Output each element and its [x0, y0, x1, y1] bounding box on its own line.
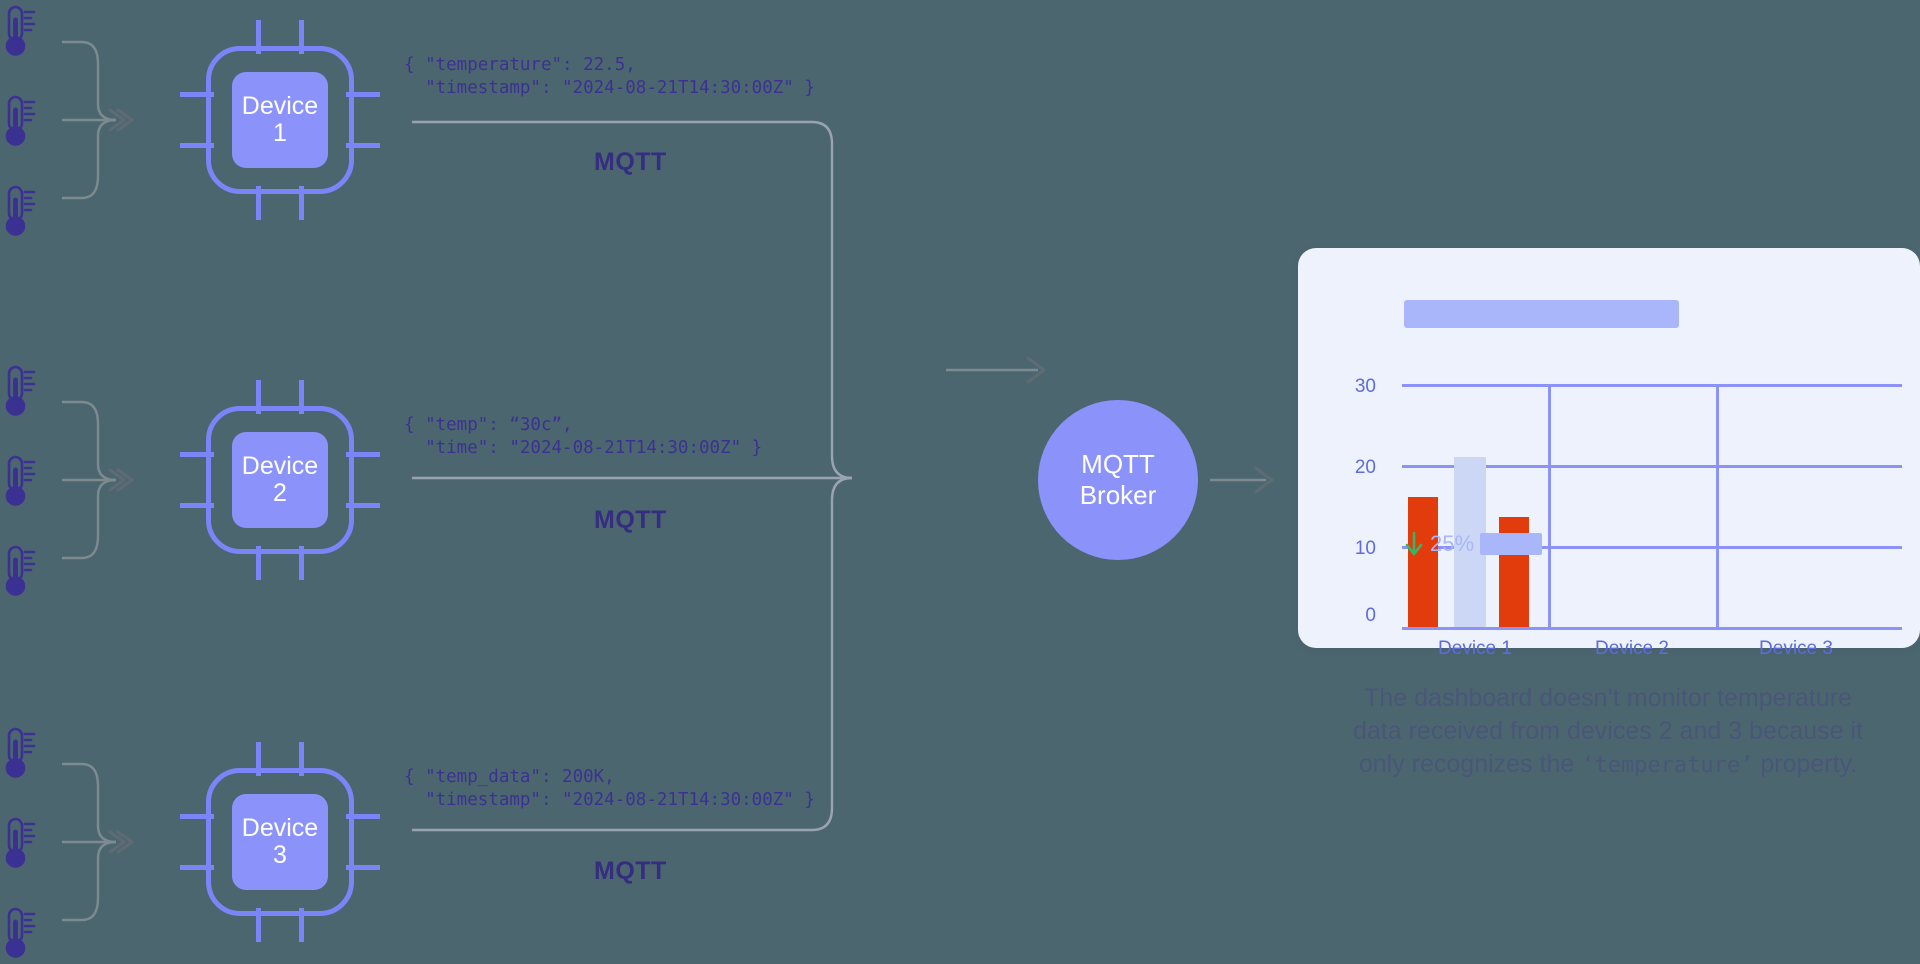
thermometer-icon — [5, 5, 36, 56]
device-chip-2[interactable]: Device 2 — [180, 380, 380, 580]
device-chip-core: Device 2 — [232, 432, 328, 528]
payload-line-2: "timestamp": "2024-08-21T14:30:00Z" } — [404, 789, 815, 810]
caption-line-2: data received from devices 2 and 3 becau… — [1352, 717, 1864, 745]
payload-line-1: { "temp": “30c”, — [404, 415, 573, 435]
device-label-line2: 1 — [273, 119, 287, 147]
thermometer-icon — [5, 365, 36, 416]
gridline-20 — [1402, 465, 1902, 468]
sensor-merge-connector — [62, 400, 134, 560]
y-tick-label: 0 — [1365, 605, 1376, 626]
device-chip-1[interactable]: Device 1 — [180, 20, 380, 220]
payload-device-1: { "temperature": 22.5, "timestamp": "202… — [404, 54, 815, 100]
gridline-30 — [1402, 384, 1902, 387]
chip-outline — [206, 768, 354, 916]
mqtt-bus-connector — [412, 120, 853, 832]
thermometer-icon — [5, 727, 36, 778]
sensor-merge-connector — [62, 40, 134, 200]
bar-device1-series-a — [1408, 497, 1438, 627]
caption-code-token: ‘temperature’ — [1581, 753, 1754, 778]
chip-outline — [206, 406, 354, 554]
device-label-line1: Device — [241, 451, 319, 480]
x-category-label-3: Device 3 — [1759, 638, 1833, 659]
category-divider-2 — [1716, 384, 1719, 629]
device-chip-core: Device 3 — [232, 794, 328, 890]
device-label-line1: Device — [241, 813, 319, 842]
dashboard-caption: The dashboard doesn’t monitor temperatur… — [1278, 682, 1920, 781]
mqtt-broker-node[interactable]: MQTT Broker — [1038, 400, 1198, 560]
thermometer-icon — [5, 95, 36, 146]
y-tick-label: 30 — [1354, 376, 1376, 397]
sensor-merge-connector — [62, 762, 134, 922]
x-category-label-1: Device 1 — [1438, 638, 1512, 659]
device-label-line2: 2 — [273, 479, 287, 507]
device-label-line1: Device — [241, 91, 319, 120]
protocol-label-device-3: MQTT — [594, 857, 667, 885]
y-tick-label: 20 — [1354, 457, 1376, 478]
title-placeholder-bar — [1404, 300, 1679, 328]
caption-line-3-prefix: only recognizes the — [1358, 750, 1582, 778]
broker-label-line2: Broker — [1079, 480, 1157, 510]
caption-line-3-suffix: property. — [1753, 750, 1858, 778]
protocol-label-device-2: MQTT — [594, 506, 667, 534]
delta-percent: 25% — [1430, 531, 1475, 556]
device-chip-core: Device 1 — [232, 72, 328, 168]
payload-line-1: { "temp_data": 200K, — [404, 767, 615, 787]
payload-device-3: { "temp_data": 200K, "timestamp": "2024-… — [404, 766, 815, 812]
thermometer-icon — [5, 185, 36, 236]
x-category-label-2: Device 2 — [1595, 638, 1669, 659]
thermometer-icon — [5, 455, 36, 506]
device-chip-3[interactable]: Device 3 — [180, 742, 380, 942]
caption-line-1: The dashboard doesn’t monitor temperatur… — [1364, 684, 1852, 712]
dashboard-card[interactable]: 0 10 20 30 Device 1 Device 2 Device 3 25… — [1298, 248, 1920, 659]
caption-line-3: only recognizes the ‘temperature’ proper… — [1278, 748, 1920, 781]
device-label-line2: 3 — [273, 841, 287, 869]
gridline-10 — [1402, 546, 1902, 549]
arrow-down-icon — [1405, 531, 1423, 556]
delta-placeholder-bar — [1480, 533, 1543, 555]
payload-line-1: { "temperature": 22.5, — [404, 55, 636, 75]
payload-line-2: "time": "2024-08-21T14:30:00Z" } — [404, 437, 763, 458]
broker-outflow-arrow — [1210, 466, 1274, 494]
payload-line-2: "timestamp": "2024-08-21T14:30:00Z" } — [404, 77, 815, 98]
category-divider-1 — [1548, 384, 1551, 629]
thermometer-icon — [5, 907, 36, 958]
broker-inflow-arrow — [946, 356, 1046, 384]
y-tick-label: 10 — [1354, 538, 1376, 559]
thermometer-icon — [5, 545, 36, 596]
thermometer-icon — [5, 817, 36, 868]
protocol-label-device-1: MQTT — [594, 148, 667, 176]
broker-label-line1: MQTT — [1081, 448, 1155, 479]
gridline-0-baseline — [1402, 627, 1902, 630]
payload-device-2: { "temp": “30c”, "time": "2024-08-21T14:… — [404, 414, 762, 460]
chip-outline — [206, 46, 354, 194]
